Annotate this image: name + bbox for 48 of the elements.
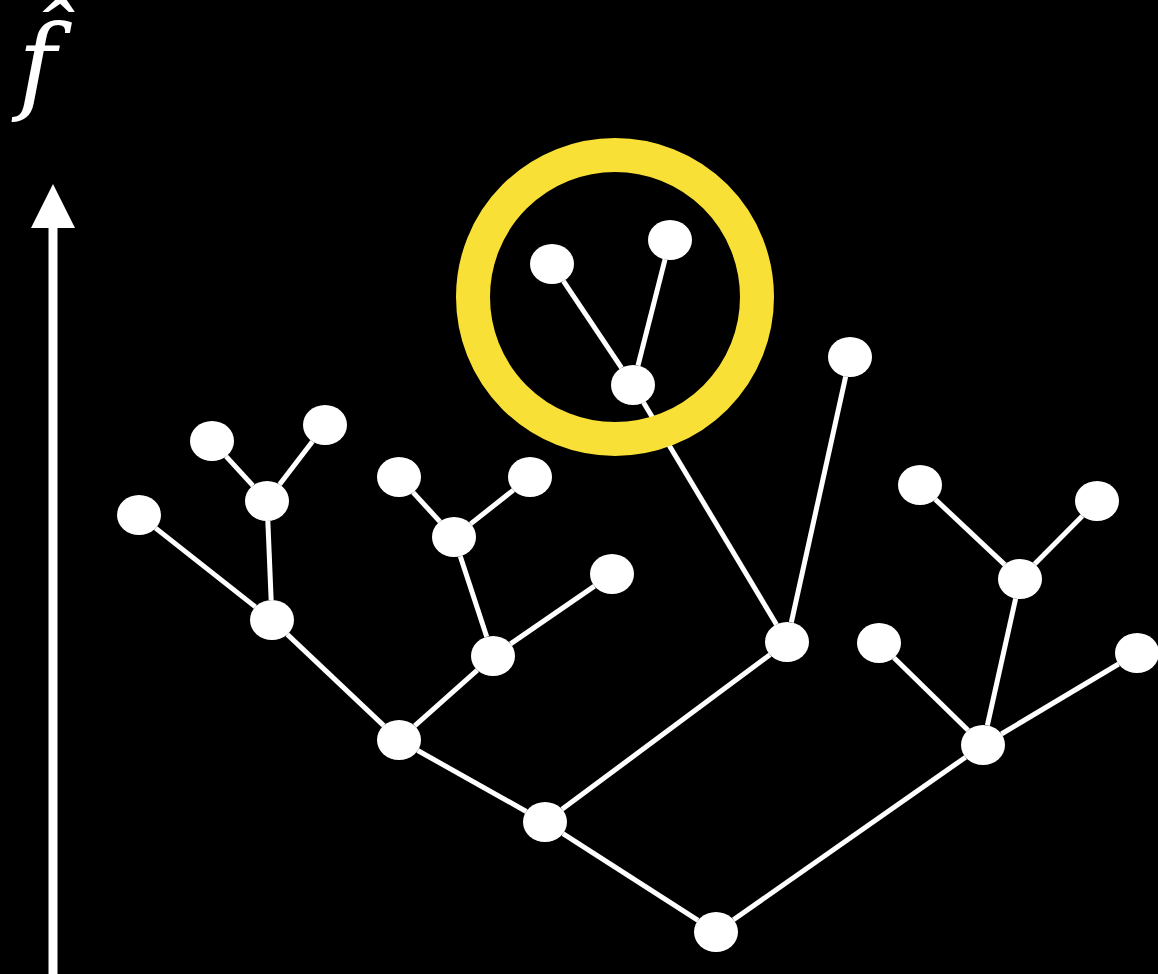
node-circle [432, 517, 476, 557]
tree-edge [224, 454, 255, 488]
tree-edge [509, 584, 596, 646]
tree-edge [560, 652, 772, 812]
tree-edge [265, 520, 274, 601]
tree-edge [469, 488, 515, 526]
tree-edge [561, 279, 624, 370]
node-circle [1075, 481, 1119, 521]
tree-edge [285, 632, 386, 728]
node-circle [857, 623, 901, 663]
tree-edge [457, 555, 490, 638]
node-circle [250, 600, 294, 640]
tree-edge [561, 831, 700, 923]
node-circle [523, 802, 567, 842]
node-circle [611, 365, 655, 405]
node-circle [648, 220, 692, 260]
node-circle [377, 720, 421, 760]
tree-edge [1032, 514, 1085, 566]
tree-edge [635, 258, 668, 367]
node-circle [377, 457, 421, 497]
tree-edge [277, 439, 315, 487]
node-circle [508, 457, 552, 497]
node-circle [998, 559, 1042, 599]
node-circle [590, 554, 634, 594]
node-circle [245, 481, 289, 521]
node-circle [471, 636, 515, 676]
node-circle [961, 725, 1005, 765]
tree-edge [788, 376, 849, 623]
node-circle [765, 622, 809, 662]
tree-edge [1000, 661, 1120, 737]
node-circle [190, 421, 234, 461]
node-circle [898, 465, 942, 505]
node-circle [530, 244, 574, 284]
tree-edge [413, 668, 479, 728]
tree-edge [892, 655, 970, 733]
node-circle [694, 912, 738, 952]
tree-edge [154, 526, 257, 609]
tree-edge [984, 598, 1019, 726]
axis-label: f̂ [6, 0, 79, 141]
node-circle [1115, 633, 1158, 673]
tree-edge [933, 497, 1007, 567]
node-circle [303, 405, 347, 445]
tree-edge [416, 748, 528, 814]
tree-edge [641, 401, 779, 626]
node-circle [828, 337, 872, 377]
tree-edge [411, 490, 442, 524]
node-circle [117, 495, 161, 535]
tree-edge [732, 755, 967, 922]
